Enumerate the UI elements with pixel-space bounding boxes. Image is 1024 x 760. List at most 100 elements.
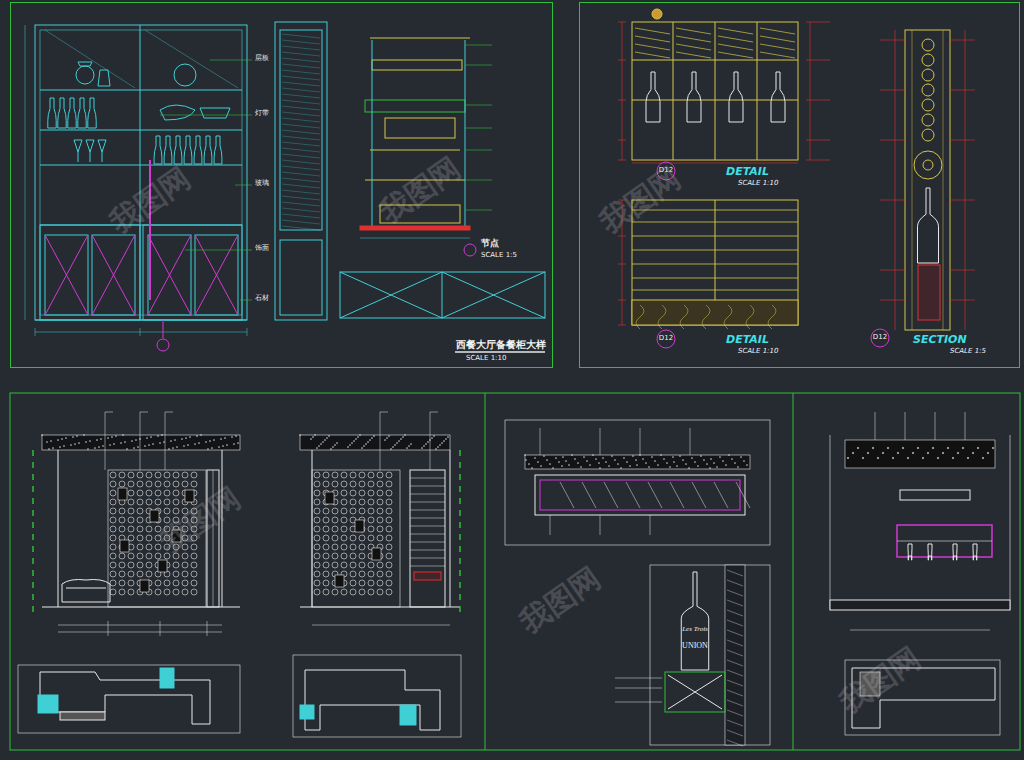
cad-line [45,235,88,315]
cad-circle [137,553,143,559]
cad-circle [110,580,116,586]
cad-circle [377,490,383,496]
cad-circle [716,466,717,467]
cad-line [247,328,248,336]
cad-circle [912,452,914,454]
cad-circle [146,472,152,478]
cad-line [372,40,373,228]
cad-circle [927,452,929,454]
cad-circle [341,499,347,505]
cad-line [718,28,753,34]
cad-line [806,160,830,161]
cad-circle [359,472,365,478]
cad-circle [359,490,365,496]
cad-line [410,526,445,527]
cad-circle [110,544,116,550]
cad-path [74,140,82,162]
cad-circle [110,490,116,496]
cad-circle [173,490,179,496]
cad-circle [549,463,550,464]
cad-circle [353,440,354,441]
cad-circle [318,445,319,446]
cad-line [650,515,651,535]
cad-circle [85,441,86,442]
cad-line [727,640,743,646]
cad-rect [42,435,240,450]
cad-circle [110,526,116,532]
cad-path [214,136,222,164]
cad-circle [872,447,874,449]
cad-circle [568,464,569,465]
cad-circle [187,444,188,445]
cad-path [160,105,195,120]
cad-line [282,52,320,56]
cad-circle [110,571,116,577]
cad-circle [657,464,658,465]
scale-note: SCALE 1:10 [466,355,506,363]
cad-path [702,305,710,329]
cad-circle [682,459,683,460]
cad-line [45,235,88,315]
cad-circle [323,508,329,514]
cad-circle [128,589,134,595]
cad-line [718,36,753,42]
cad-circle [164,472,170,478]
cad-circle [580,466,581,467]
cad-circle [386,508,392,514]
cad-circle [128,553,134,559]
cad-rect [185,490,194,502]
cad-circle [734,462,735,463]
cad-line [410,566,445,567]
cad-line [632,236,798,237]
cad-rect [10,393,1020,750]
cad-circle [728,454,729,455]
cad-line [195,235,238,315]
cad-circle [323,589,329,595]
cad-path [305,670,440,730]
cad-circle [146,499,152,505]
cad-rect [905,30,950,330]
cad-line [632,60,798,61]
cad-circle [437,446,438,447]
cad-circle [231,436,232,437]
cad-circle [89,440,90,441]
cad-circle [128,571,134,577]
cad-line [92,235,135,315]
cad-circle [332,535,338,541]
cad-circle [314,490,320,496]
cad-circle [540,465,541,466]
cad-circle [173,580,179,586]
cad-circle [359,481,365,487]
cad-circle [599,467,600,468]
cad-line [32,558,34,564]
cad-circle [146,553,152,559]
cad-line [282,106,320,110]
cad-circle [341,517,347,523]
cad-line [222,450,223,607]
cad-circle [719,456,720,457]
cad-circle [334,444,335,445]
cad-circle [957,452,959,454]
cad-line [410,550,445,551]
cad-rect [845,440,995,468]
cad-line [615,678,662,679]
cad-circle [359,499,365,505]
cad-line [459,450,461,456]
cad-circle [332,553,338,559]
cad-line [410,494,445,495]
cad-line [632,222,798,223]
cad-circle [137,481,143,487]
cad-circle [323,517,329,523]
drawing-title: 西餐大厅备餐柜大样 [456,339,546,350]
cad-circle [341,589,347,595]
cad-circle [137,535,143,541]
cad-line [340,272,442,318]
cad-path [746,305,754,329]
cad-path [646,72,660,122]
cad-line [32,474,34,480]
cad-circle [922,69,934,81]
cad-line [626,482,640,508]
cad-line [105,412,106,470]
cad-circle [207,448,208,449]
cad-line [727,600,743,606]
